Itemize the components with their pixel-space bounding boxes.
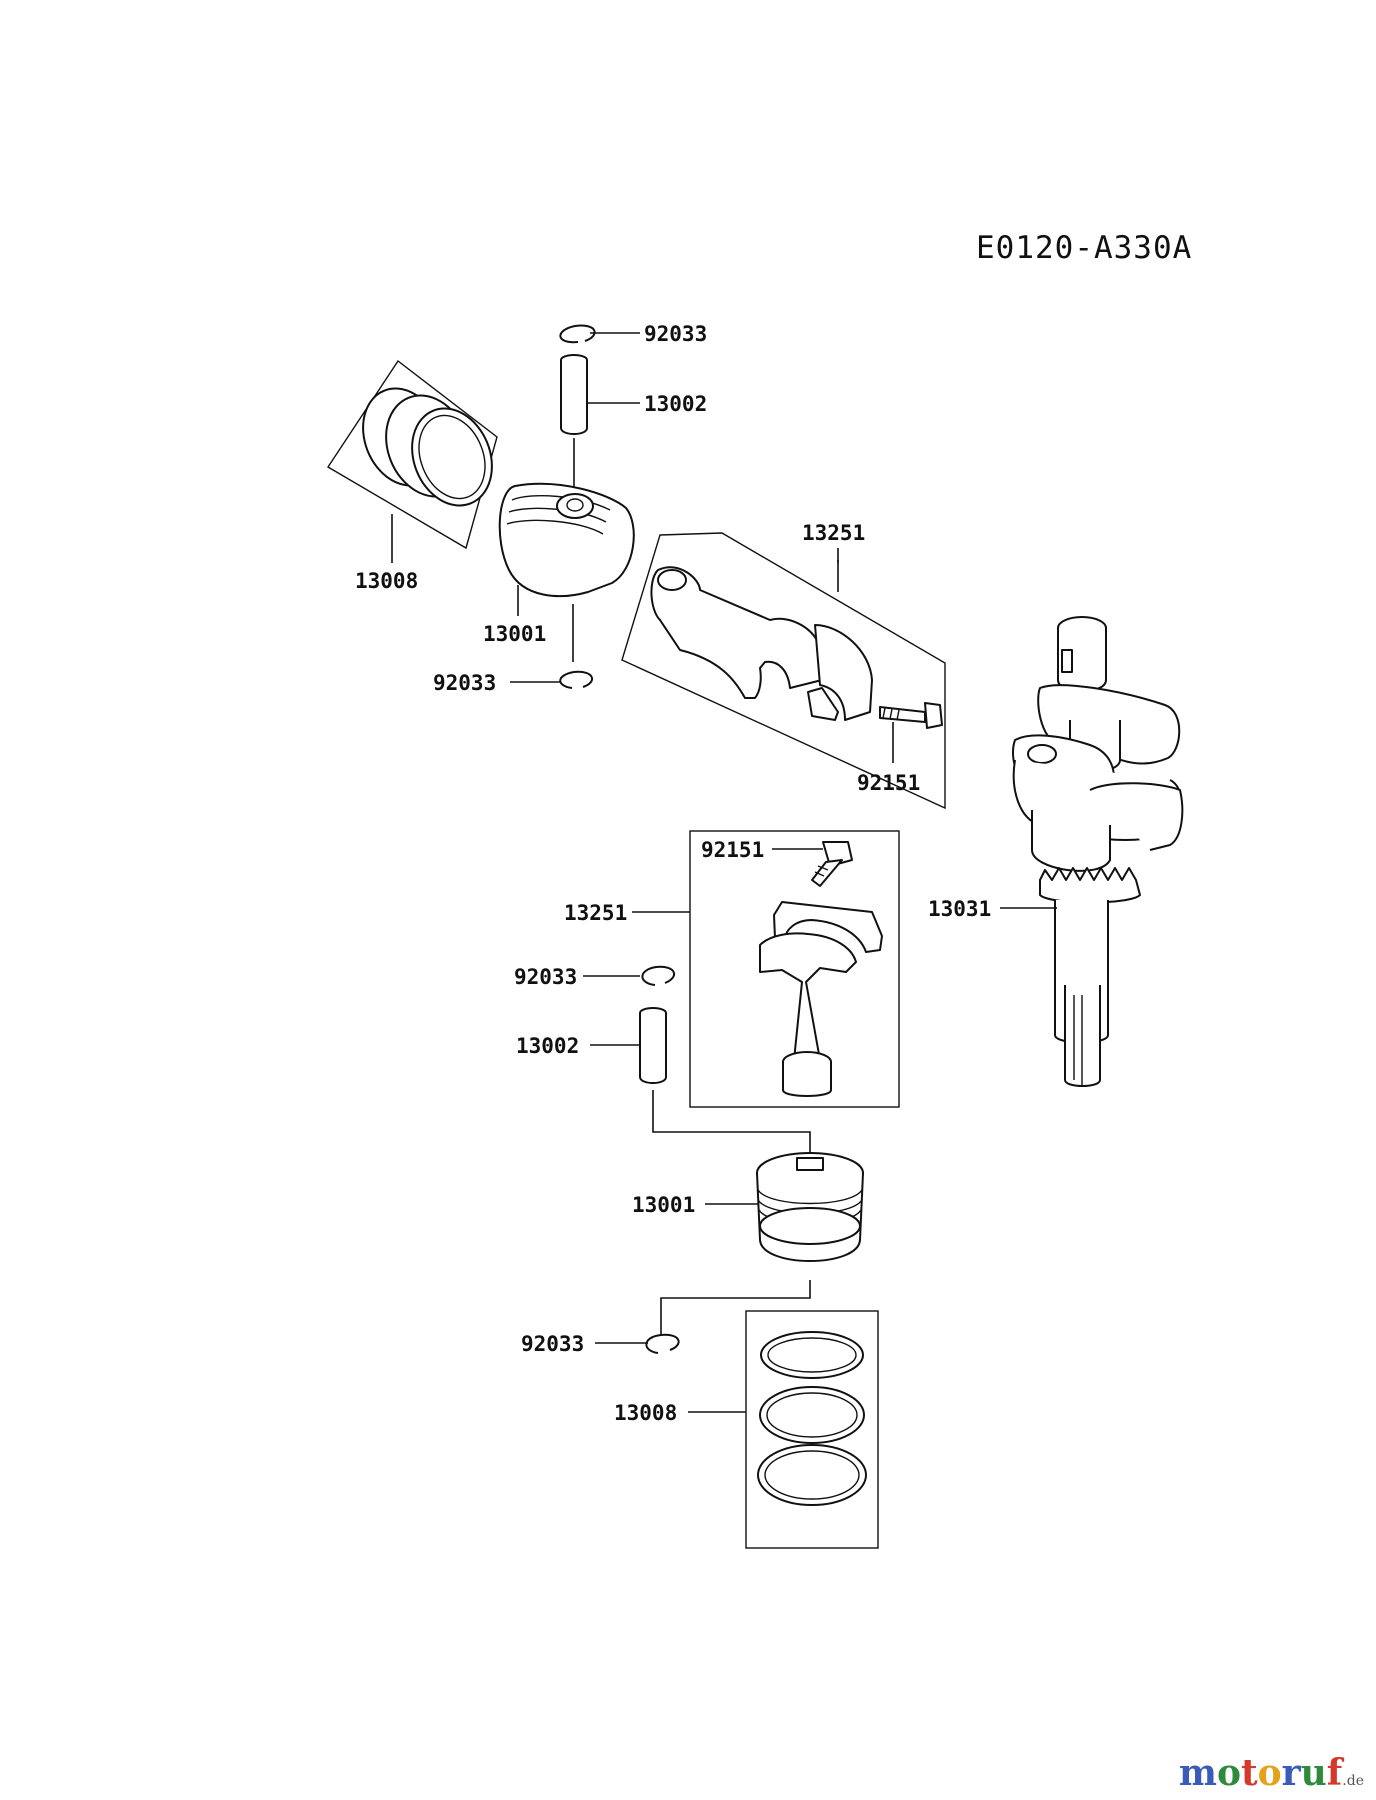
label-snap-ring-bottom: 92033 [521,1332,584,1356]
label-connecting-rod-mid: 13251 [564,901,627,925]
watermark-logo: motoruf.de [1179,1752,1364,1794]
watermark-letter: t [1240,1752,1258,1794]
piston-bottom[interactable] [660,1152,864,1338]
piston-rings-top[interactable] [327,359,506,563]
label-snap-ring-left: 92033 [514,965,577,989]
label-bolt-mid: 92151 [701,838,764,862]
watermark-letter: o [1257,1752,1282,1794]
piston-top[interactable] [498,482,635,662]
piston-pin-mid[interactable] [590,1007,811,1158]
label-piston-bottom: 13001 [632,1193,695,1217]
piston-pin-top[interactable] [560,354,640,498]
label-piston-pin-top: 13002 [644,392,707,416]
watermark-letter: u [1300,1752,1327,1794]
crankshaft[interactable] [1000,616,1184,1087]
snap-ring-mid[interactable] [510,670,594,689]
label-piston-top: 13001 [483,622,546,646]
label-piston-rings-top: 13008 [355,569,418,593]
label-snap-ring-mid: 92033 [433,671,496,695]
watermark-letter: m [1178,1752,1217,1794]
label-piston-pin-mid: 13002 [516,1034,579,1058]
watermark-letter: f [1326,1752,1343,1794]
watermark-domain: .de [1342,1773,1364,1789]
label-crankshaft: 13031 [928,897,991,921]
connecting-rod-top[interactable] [621,532,946,810]
diagram-code: E0120-A330A [976,230,1192,266]
watermark-letter: r [1281,1752,1301,1794]
piston-rings-bottom[interactable] [688,1310,879,1549]
connecting-rod-mid[interactable] [632,830,900,1108]
snap-ring-bottom[interactable] [595,1333,680,1354]
label-connecting-rod-top: 13251 [802,521,865,545]
label-snap-ring-top: 92033 [644,322,707,346]
snap-ring-left[interactable] [583,965,676,986]
label-piston-rings-bottom: 13008 [614,1401,677,1425]
snap-ring-top[interactable] [559,324,640,344]
label-rod-bolt-top: 92151 [857,771,920,795]
rod-bolt-top[interactable] [879,702,943,763]
watermark-letter: o [1216,1752,1241,1794]
